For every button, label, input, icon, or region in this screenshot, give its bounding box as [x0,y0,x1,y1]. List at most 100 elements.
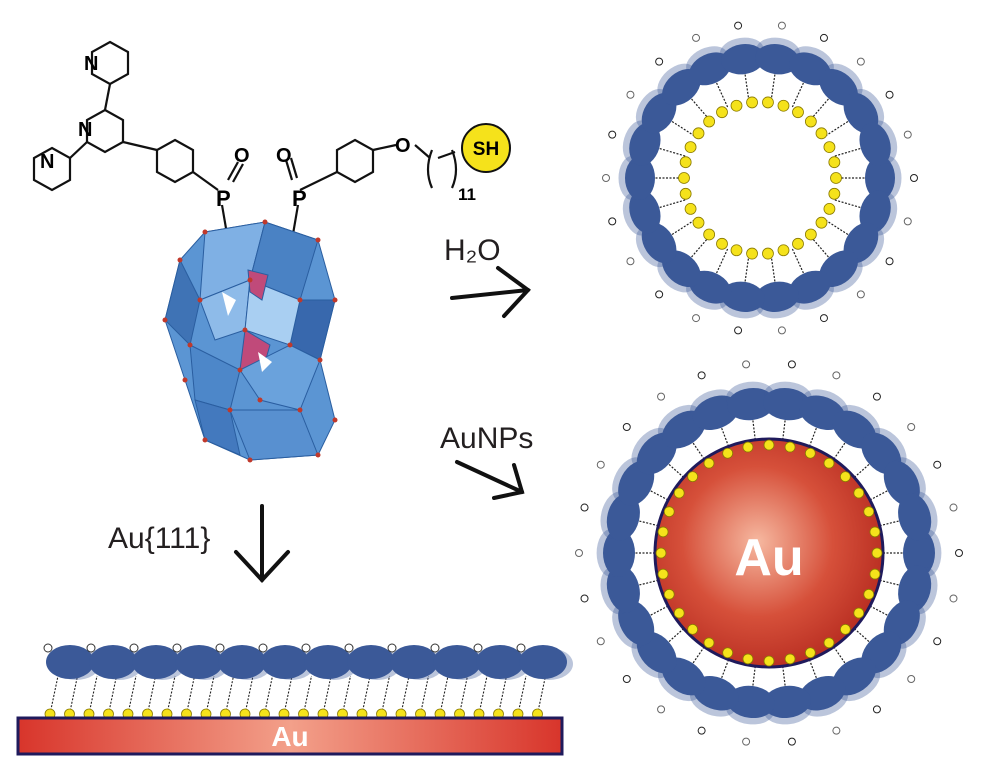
nanoparticle-thiol-dots [655,439,883,667]
polyoxometalate-disc [727,685,775,719]
thiol-dot [823,637,835,649]
polyoxometalate-disc [721,44,765,75]
surface-monolayer [43,643,573,720]
terpyridine-head [856,57,865,66]
alkyl-chain [638,520,659,527]
thiol-dot [815,216,828,229]
polyoxometalate-disc [865,156,895,200]
terpyridine-head [258,643,268,653]
thiol-dot [722,647,734,659]
label-au-substrate: Au [271,721,308,752]
alkyl-chain [770,255,776,283]
alkyl-chain [668,463,685,478]
alkyl-chain [659,199,686,209]
terpyridine-head [734,326,743,335]
polyoxometalate-disc [629,190,661,234]
terpyridine-head [622,674,631,683]
terpyridine-head [626,90,635,99]
thiol-dot [823,203,836,215]
polyoxometalate-disc [390,645,438,679]
alkyl-chain [752,419,756,440]
label-water: H₂O [444,234,501,267]
alkyl-chain [146,675,157,715]
polyoxometalate-disc [476,645,524,679]
terpyridine-head [596,637,605,646]
thiol-dot [679,187,692,200]
alkyl-chain [263,675,274,715]
polyoxometalate-disc [898,493,932,541]
alkyl-chain [638,579,659,586]
polyoxometalate-disc [132,645,180,679]
thiol-dot [746,247,758,260]
terpyridine-head [344,643,354,653]
nanoparticle-shell [575,360,963,746]
thiol-dot [784,653,796,665]
thiol-dot [839,471,851,483]
terpyridine-head [777,21,786,30]
terpyridine-head [787,360,796,369]
thiol-dot [657,526,669,538]
thiol-dot [869,568,881,580]
terpyridine-head [910,174,918,182]
polyoxometalate-disc [859,190,891,234]
thiol-dot [684,203,697,215]
gold-nanoparticle [653,437,885,669]
alkyl-chain [810,98,830,120]
arrow-to-surface [234,504,290,583]
thiol-dot [784,441,796,453]
thiol-dot [853,607,865,619]
thiol-dot [703,228,716,241]
alkyl-chain [668,628,685,643]
alkyl-chain [380,675,391,715]
alkyl-chain [833,442,846,460]
thiol-dot [830,172,842,184]
terpyridine-head [430,643,440,653]
polyoxometalate-disc [175,645,223,679]
terpyridine-head [43,643,53,653]
alkyl-chain [869,490,888,501]
alkyl-chain [834,199,861,209]
alkyl-chain [853,463,870,478]
alkyl-chain [283,675,293,715]
polyoxometalate-disc [721,281,765,312]
thiol-dot [703,637,715,649]
terpyridine-head [819,314,828,323]
terpyridine-head [734,21,743,30]
terpyridine-head [832,371,841,380]
label-au-particle: Au [734,529,803,587]
vesicle-assembly [602,21,918,335]
alkyl-chain [782,666,786,687]
alkyl-chain [825,120,849,137]
label-nanoparticles: AuNPs [440,422,533,455]
thiol-dot [684,141,697,153]
alkyl-chain [715,248,729,274]
alkyl-chain [244,675,254,715]
terpyridine-head [608,130,617,139]
polyoxometalate-cluster [164,221,336,461]
thiol-dot [762,247,774,260]
alkyl-chain [478,675,488,715]
terpyridine-head [819,33,828,42]
thiol-dot [730,244,743,257]
terpyridine-head [742,360,751,369]
atom-n-center: N [78,119,92,141]
alkyl-chain [869,605,888,616]
terpyridine-head [697,726,706,735]
thiol-dot [871,547,883,559]
thiol-dot [792,106,804,119]
alkyl-chain [720,427,730,447]
alkyl-chain [671,219,695,236]
terpyridine-head [86,643,96,653]
alkyl-chain [185,675,196,715]
thiol-dot [777,99,790,112]
terpyridine-head [215,643,225,653]
terpyridine-head [575,549,583,557]
terpyridine-head [473,643,483,653]
atom-p-left: P [216,186,231,211]
thiol-dot [687,471,699,483]
alkyl-chain [400,675,410,715]
thiol-dot [692,216,705,229]
thiol-dot [716,106,728,119]
alkyl-chain [650,605,669,616]
alkyl-chain [791,248,805,274]
